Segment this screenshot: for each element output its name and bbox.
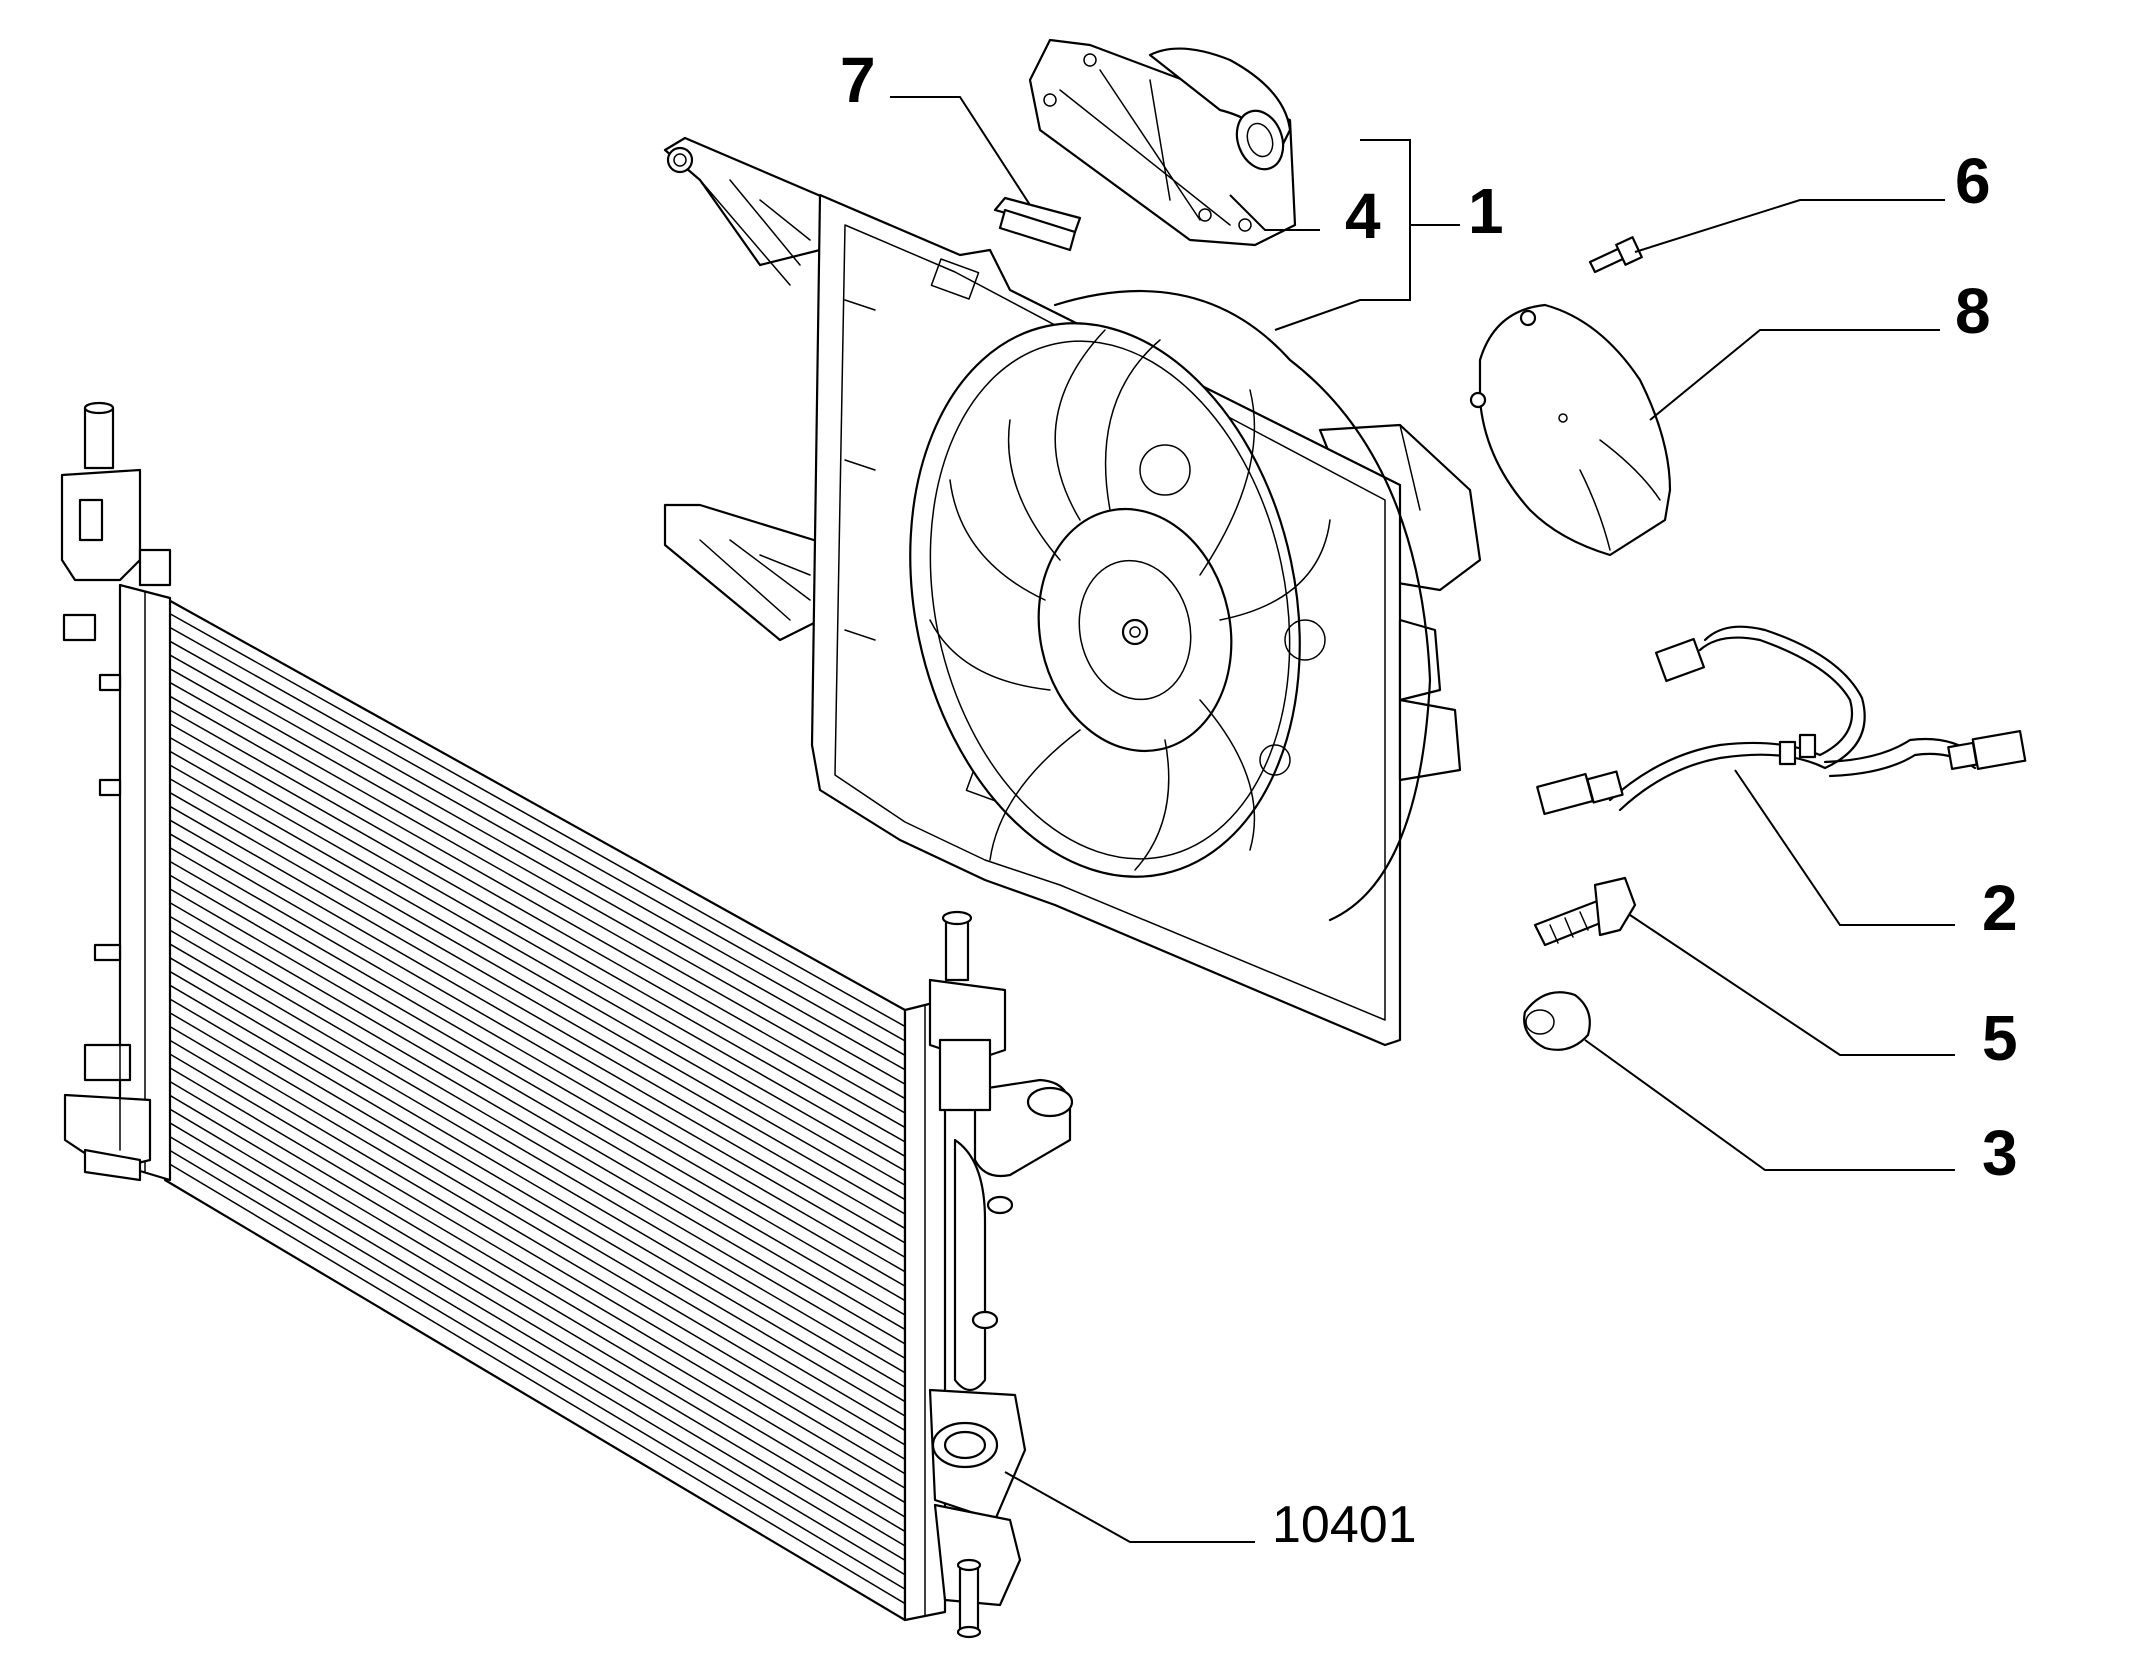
radiator-fin: [169, 1080, 906, 1518]
radiator-fin: [169, 957, 906, 1388]
callout-6: 6: [1955, 145, 1991, 217]
bolt: [1533, 876, 1637, 947]
fan-shroud-assembly: [663, 136, 1482, 1047]
radiator-right-pin: [944, 916, 970, 982]
callout-3: 3: [1982, 1117, 2018, 1189]
radiator-fin: [169, 626, 906, 1042]
radiator: [60, 401, 1074, 1639]
radiator-fin: [169, 819, 906, 1244]
harness-connector-top: [1654, 637, 1706, 683]
clip: [993, 196, 1082, 252]
resistor-body: [1028, 38, 1297, 247]
radiator-fin: [169, 668, 906, 1085]
callout-8: 8: [1955, 275, 1991, 347]
radiator-fin: [169, 1135, 906, 1576]
radiator-fin: [169, 709, 906, 1129]
resistor-module: [1028, 38, 1297, 247]
radiator-fin: [169, 778, 906, 1201]
callout-10401: 10401: [1272, 1496, 1417, 1554]
radiator-fin: [169, 874, 906, 1302]
radiator-fin: [169, 970, 906, 1403]
radiator-fin: [169, 1039, 906, 1475]
radiator-fin: [169, 888, 906, 1316]
radiator-fin: [169, 764, 906, 1186]
leader-lines: [890, 96, 1955, 1543]
callout-7: 7: [840, 44, 876, 116]
radiator-fin: [169, 833, 906, 1259]
radiator-fin: [169, 1067, 906, 1504]
callout-2: 2: [1982, 872, 2018, 944]
radiator-fin: [169, 860, 906, 1287]
fan-blades: [929, 329, 1331, 871]
radiator-fin: [169, 613, 906, 1028]
radiator-top-pin: [83, 406, 115, 470]
radiator-fin: [169, 1163, 906, 1605]
radiator-fin: [169, 1094, 906, 1533]
radiator-fin: [169, 984, 906, 1417]
radiator-fins: [169, 613, 906, 1605]
wiring-harness: [1536, 625, 2027, 816]
callout-4: 4: [1345, 180, 1381, 252]
radiator-fin: [169, 1108, 906, 1547]
radiator-fin: [169, 681, 906, 1100]
callout-5: 5: [1982, 1002, 2018, 1074]
radiator-fin: [169, 915, 906, 1345]
motor-cover: [1469, 303, 1672, 557]
radiator-fin: [169, 695, 906, 1114]
radiator-fin: [169, 846, 906, 1273]
callout-labels: 7 4 1 6 8 2 5 3 10401: [840, 44, 2018, 1554]
radiator-fin: [169, 902, 906, 1331]
radiator-fin: [169, 805, 906, 1230]
harness-connector-left: [1536, 772, 1594, 816]
radiator-fin: [169, 929, 906, 1360]
radiator-fin: [169, 1012, 906, 1446]
radiator-fin: [169, 998, 906, 1432]
radiator-fin: [169, 654, 906, 1071]
radiator-fin: [169, 736, 906, 1158]
radiator-fin: [169, 723, 906, 1143]
rubber-grommet: [1523, 991, 1591, 1051]
radiator-fin: [169, 750, 906, 1172]
radiator-fin: [169, 640, 906, 1057]
callout-1: 1: [1468, 175, 1504, 247]
radiator-fin: [169, 791, 906, 1215]
radiator-fin: [169, 943, 906, 1374]
harness-connector-right: [1971, 729, 2027, 771]
radiator-fin: [169, 1025, 906, 1461]
radiator-fin: [169, 1122, 906, 1562]
radiator-fin: [169, 1053, 906, 1489]
screw: [1588, 236, 1643, 274]
radiator-fin: [169, 1149, 906, 1590]
motor-cover-body: [1478, 303, 1672, 557]
